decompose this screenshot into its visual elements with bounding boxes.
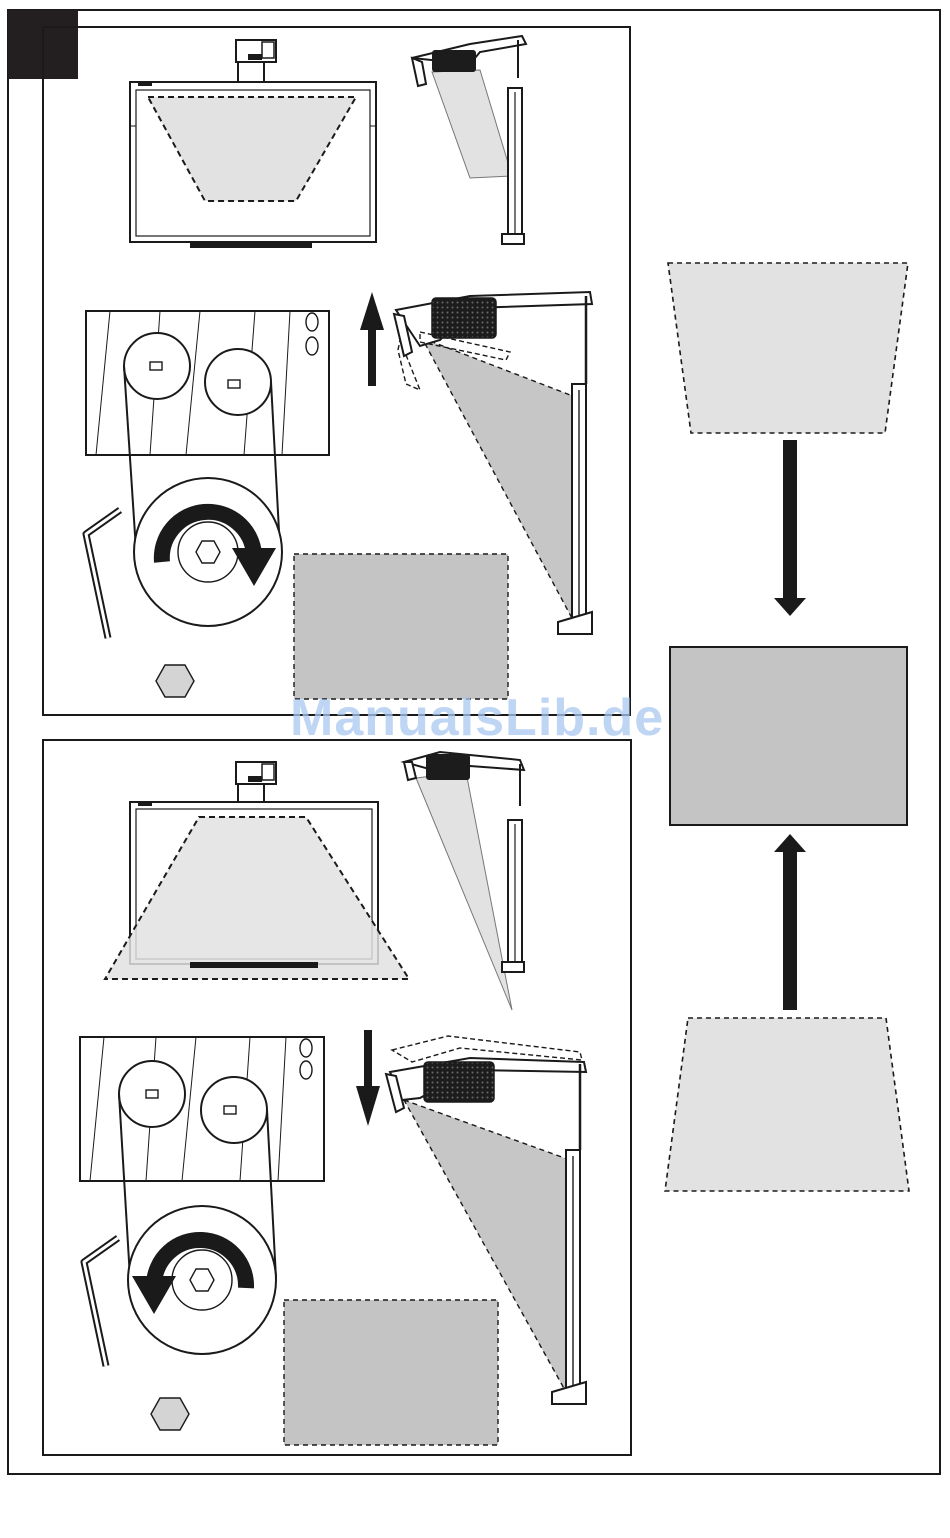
- corrected-image-result: [284, 1300, 498, 1445]
- rotate-clockwise-icon: [134, 478, 282, 626]
- rotate-counterclockwise-icon: [128, 1206, 276, 1354]
- arrow-down-icon: [774, 440, 806, 616]
- whiteboard-front-view: [130, 40, 376, 248]
- whiteboard-front-view: [105, 762, 409, 979]
- keystone-summary: [665, 263, 909, 1191]
- keystone-top-trapezoid: [668, 263, 908, 433]
- arrow-up-icon: [774, 834, 806, 1010]
- corrected-image-result: [294, 554, 508, 699]
- arrow-up-icon: [360, 292, 384, 386]
- arrow-down-icon: [356, 1030, 380, 1126]
- panel-raise-image: [43, 27, 630, 715]
- keystone-corrected-rectangle: [670, 647, 907, 825]
- projector-side-view: [404, 752, 524, 1010]
- panel-lower-image: [43, 740, 631, 1455]
- keystone-bottom-trapezoid: [665, 1018, 909, 1191]
- projector-side-view: [412, 36, 526, 244]
- watermark: ManualsLib.de: [290, 686, 670, 750]
